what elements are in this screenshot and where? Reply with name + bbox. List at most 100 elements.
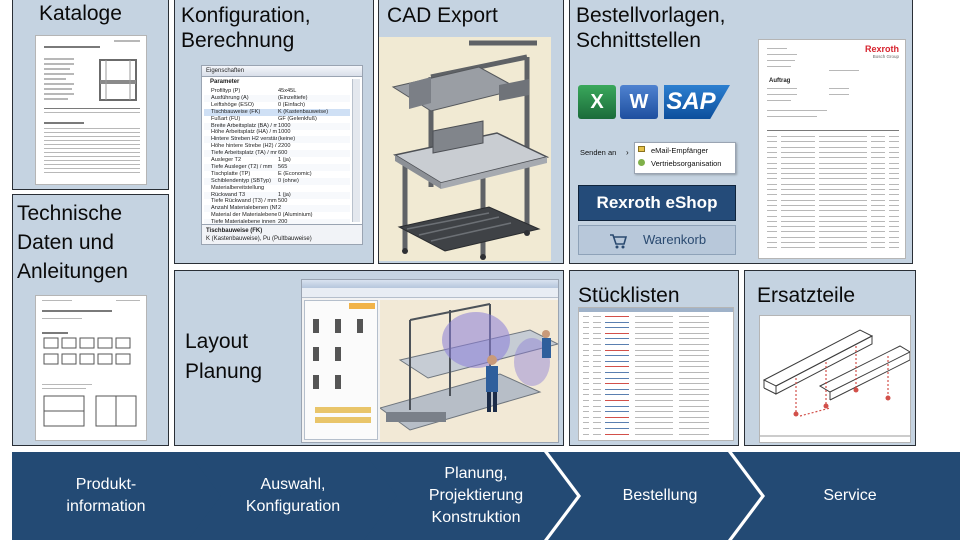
process-step-3-shape: [364, 452, 577, 540]
property-row[interactable]: Tischplatte (TP)E (Economic): [204, 171, 350, 178]
property-row[interactable]: Rückwand T3 1 (ja): [204, 191, 350, 199]
property-value[interactable]: 0 (ohne): [278, 177, 299, 184]
property-value[interactable]: (Einzeltiefe): [278, 94, 308, 101]
property-row[interactable]: Tischbauweise (FK)K (Kastenbauweise): [204, 108, 350, 116]
property-value[interactable]: 1 (ja): [278, 191, 291, 198]
cart-button[interactable]: Warenkorb: [578, 225, 736, 255]
property-row[interactable]: Ausführung (A)(Einzeltiefe): [204, 94, 350, 102]
property-value[interactable]: 1000: [278, 129, 291, 136]
property-key: Anzahl Materialebenen (NM): [211, 205, 277, 212]
bom-line: [583, 422, 589, 424]
property-value[interactable]: 2200: [278, 143, 291, 150]
bom-line: [679, 344, 709, 345]
document-line: [889, 247, 899, 249]
property-value[interactable]: 600: [278, 150, 288, 157]
sap-logo[interactable]: SAP: [664, 85, 730, 119]
document-line: [781, 215, 815, 217]
send-to-item-email[interactable]: eMail-Empfänger: [651, 146, 709, 155]
property-row[interactable]: Schiblendentyp (SBTyp)0 (ohne): [204, 177, 350, 185]
document-line: [767, 136, 777, 137]
document-line: [871, 220, 885, 222]
document-line: [819, 226, 867, 228]
document-line: [889, 167, 899, 169]
bom-line: [679, 349, 709, 351]
property-row[interactable]: Tiefe Materialebene innen (T)200: [204, 219, 350, 227]
word-icon[interactable]: W: [620, 85, 658, 119]
bom-line: [679, 327, 709, 329]
process-step-auswahl-konfiguration: Auswahl, Konfiguration: [245, 476, 341, 515]
property-row[interactable]: Fußart (FU)GF (Gelenkfuß): [204, 116, 350, 123]
bom-line: [635, 411, 673, 413]
excel-icon[interactable]: X: [578, 85, 616, 119]
bom-line: [605, 344, 629, 345]
property-row[interactable]: Hintere Streben H2 verstärkt(keine): [204, 136, 350, 144]
document-line: [781, 210, 815, 212]
property-value[interactable]: 1000: [278, 122, 291, 129]
bom-line: [593, 332, 601, 334]
property-value[interactable]: 500: [278, 198, 288, 205]
property-value[interactable]: 1 (ja): [278, 157, 291, 163]
bom-line: [583, 416, 589, 418]
document-line: [767, 194, 777, 196]
bom-line: [679, 366, 709, 368]
bom-line: [679, 388, 709, 390]
property-value[interactable]: 0 (Einfach): [278, 101, 306, 108]
document-line: [781, 151, 815, 153]
tile-technische-daten: Technische Daten und Anleitungen: [12, 194, 169, 446]
property-value[interactable]: 45x45L: [278, 88, 297, 94]
property-value[interactable]: 0 (Aluminium): [278, 212, 313, 219]
properties-section-header[interactable]: Parameter: [210, 79, 240, 85]
property-value[interactable]: 565: [278, 163, 288, 170]
document-line: [871, 189, 885, 190]
document-line: [871, 183, 885, 185]
property-value[interactable]: GF (Gelenkfuß): [278, 115, 317, 122]
property-row[interactable]: Profiltyp (P)45x45L: [204, 88, 350, 95]
bom-line: [679, 433, 709, 435]
bom-line: [583, 433, 589, 435]
tile-kataloge: Kataloge: [12, 0, 169, 190]
properties-footer: Tischbauweise (FK) K (Kastenbauweise), P…: [202, 224, 362, 244]
property-value[interactable]: 200: [278, 219, 288, 226]
property-value[interactable]: E (Economic): [278, 170, 312, 177]
process-step-5-shape: [732, 452, 960, 540]
document-line: [871, 226, 885, 228]
bom-line: [635, 366, 673, 368]
bom-line: [605, 400, 629, 401]
document-line: [767, 157, 777, 159]
property-row[interactable]: Anzahl Materialebenen (NM)2: [204, 205, 350, 213]
tile-title-ersatzteile: Ersatzteile: [757, 284, 856, 307]
properties-scrollbar[interactable]: [352, 79, 360, 222]
document-line: [781, 167, 815, 169]
document-line: [767, 141, 777, 143]
document-line: [871, 136, 885, 137]
property-row[interactable]: Leiftshöge (ESO)0 (Einfach): [204, 102, 350, 109]
property-value[interactable]: (keine): [278, 136, 296, 143]
document-line: [871, 162, 885, 164]
rexroth-eshop-button[interactable]: Rexroth eShop: [578, 185, 736, 221]
rexroth-logo: Rexroth: [864, 44, 899, 54]
property-key: Rückwand T3: [211, 191, 246, 198]
document-line: [889, 215, 899, 217]
property-row[interactable]: Materialbereitstellung: [204, 185, 350, 192]
property-value[interactable]: K (Kastenbauweise): [278, 108, 329, 115]
cad-workstation-render: [379, 37, 551, 261]
document-line: [767, 204, 777, 206]
bom-line: [583, 428, 589, 429]
tile-stuecklisten: Stücklisten: [569, 270, 739, 446]
bom-line: [605, 355, 629, 357]
document-line: [819, 167, 867, 169]
send-to-item-sales-org[interactable]: Vertriebsorganisation: [651, 159, 722, 168]
layout-3d-view[interactable]: [380, 300, 558, 442]
property-value[interactable]: 2: [278, 205, 282, 212]
exploded-view-drawing: [760, 329, 910, 437]
document-line: [781, 173, 815, 175]
cart-icon: [610, 234, 627, 249]
